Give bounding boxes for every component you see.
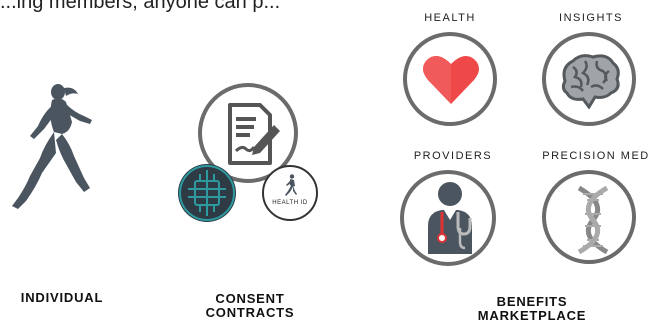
- health-id-badge: HEALTH ID: [262, 165, 318, 221]
- insights-circle: [542, 32, 636, 126]
- brain-icon: [559, 53, 621, 109]
- health-label: HEALTH: [424, 12, 476, 24]
- consent-label-line1: CONSENT: [215, 291, 285, 306]
- runner-mini-icon: [283, 174, 299, 196]
- consent-contracts-label: CONSENT CONTRACTS: [180, 292, 320, 320]
- health-circle: [403, 32, 497, 126]
- precision-med-label: PRECISION MED: [542, 150, 650, 162]
- benefits-label-line2: MARKETPLACE: [477, 308, 587, 323]
- providers-circle: [400, 170, 496, 266]
- runner-icon: [8, 82, 98, 214]
- providers-label: PROVIDERS: [413, 150, 493, 162]
- doctor-icon: [424, 180, 478, 260]
- chip-icon: [176, 162, 238, 224]
- heart-icon: [422, 54, 480, 106]
- benefits-marketplace-label: BENEFITS MARKETPLACE: [452, 295, 612, 323]
- precision-med-circle: [542, 170, 636, 264]
- signed-document-icon: [226, 103, 280, 165]
- top-partial-text: ...ing members, anyone can p...: [0, 0, 281, 13]
- insights-label: INSIGHTS: [559, 12, 623, 24]
- consent-label-line2: CONTRACTS: [205, 305, 295, 320]
- benefits-label-line1: BENEFITS: [496, 294, 568, 309]
- dna-icon: [573, 186, 613, 254]
- health-id-text: HEALTH ID: [272, 200, 308, 206]
- individual-label: INDIVIDUAL: [20, 290, 104, 305]
